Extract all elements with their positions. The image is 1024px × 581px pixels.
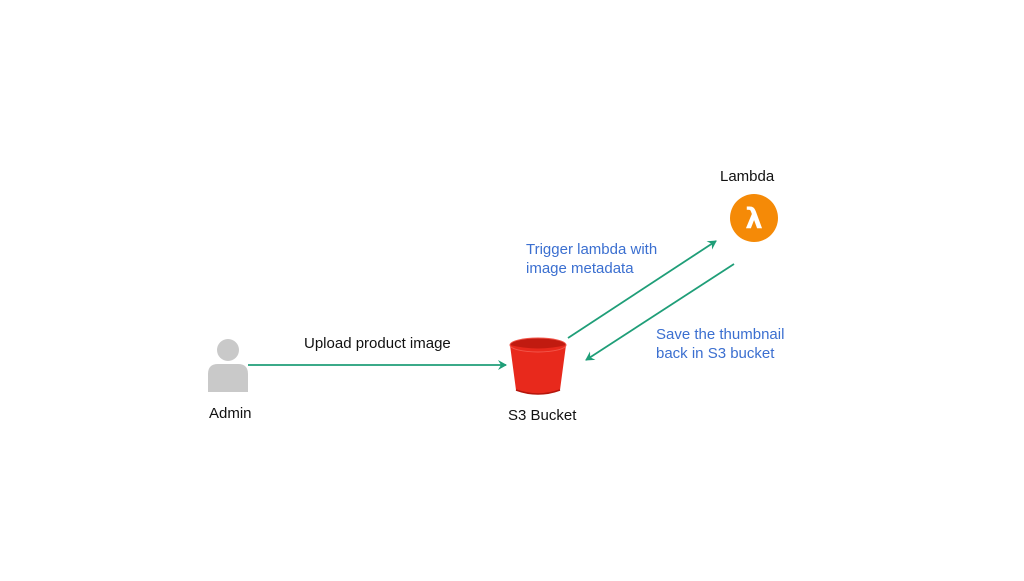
s3-bucket-label: S3 Bucket [508,407,577,424]
s3-bucket-icon [509,337,567,395]
user-icon [208,339,248,392]
trigger-edge-label-line-1: Trigger lambda with [526,241,658,258]
save-arrow [585,263,735,361]
lambda-glyph: λ [745,202,763,235]
upload-edge-label: Upload product image [304,335,451,352]
save-edge-label-line-2: back in S3 bucket [656,345,775,362]
trigger-edge-label-line-2: image metadata [526,260,634,277]
lambda-icon: λ [730,194,778,242]
admin-label: Admin [209,405,252,422]
save-edge-label-line-1: Save the thumbnail [656,326,785,343]
lambda-label: Lambda [720,168,775,185]
save-edge-label: Save the thumbnail back in S3 bucket [656,325,784,363]
trigger-edge-label: Trigger lambda with image metadata [526,240,657,278]
trigger-arrow [567,240,717,339]
